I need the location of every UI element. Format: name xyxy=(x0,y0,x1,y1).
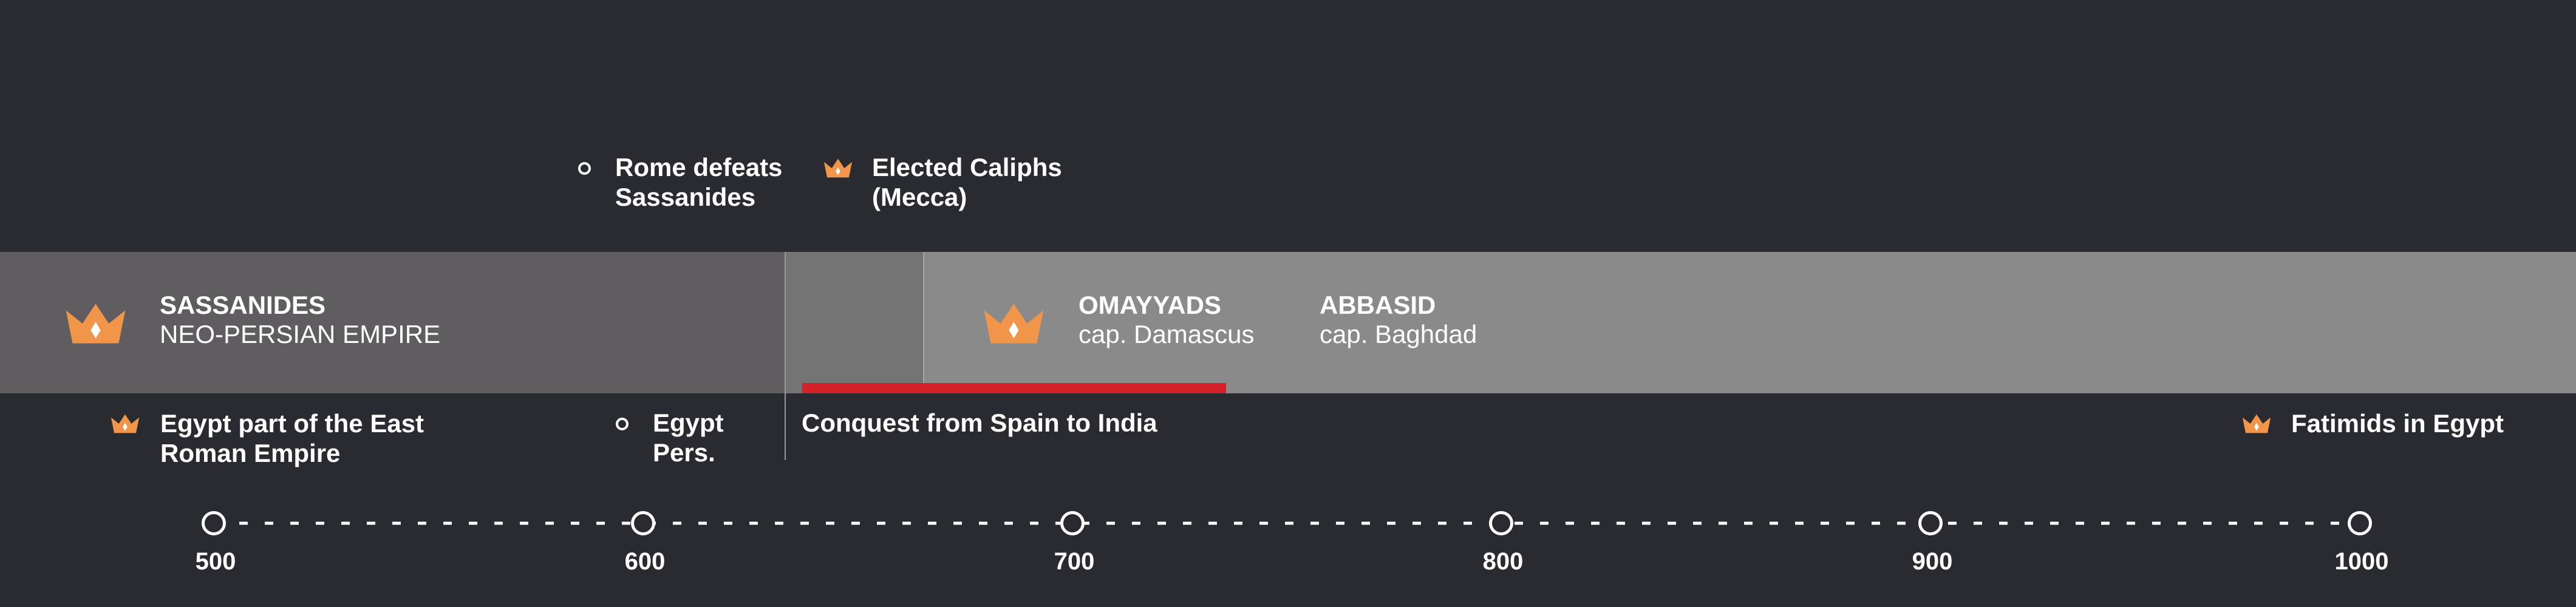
period-label-omayyads: OMAYYADS cap. Damascus xyxy=(1078,291,1254,349)
crown-icon xyxy=(66,304,126,344)
event-line: Rome defeats xyxy=(615,153,783,181)
period-band-sassanides xyxy=(0,252,785,393)
crown-icon xyxy=(2242,414,2271,433)
event-line: (Mecca) xyxy=(872,183,967,211)
event-line: Egypt xyxy=(653,409,724,437)
event-elected-caliphs: Elected Caliphs (Mecca) xyxy=(872,152,1062,212)
axis-tick xyxy=(202,511,226,535)
conquest-accent-bar xyxy=(802,383,1226,393)
event-line: Pers. xyxy=(653,438,715,467)
axis-label: 700 xyxy=(1054,548,1095,575)
event-line: Sassanides xyxy=(615,183,756,211)
timeline-axis-line xyxy=(214,521,2361,525)
period-title: SASSANIDES xyxy=(160,291,326,319)
event-egypt-pers: Egypt Pers. xyxy=(653,408,724,467)
circle-icon xyxy=(578,162,591,175)
crown-icon xyxy=(823,158,853,178)
event-egypt-east-roman: Egypt part of the East Roman Empire xyxy=(160,409,424,468)
event-fatimids-egypt: Fatimids in Egypt xyxy=(2291,409,2504,438)
period-band-omayyads-abbasid xyxy=(924,252,2576,393)
crown-icon xyxy=(111,414,140,433)
axis-label: 900 xyxy=(1912,548,1953,575)
period-label-abbasid: ABBASID cap. Baghdad xyxy=(1320,291,1477,349)
period-subtitle: NEO-PERSIAN EMPIRE xyxy=(160,320,441,348)
axis-label: 500 xyxy=(195,548,236,575)
event-rome-defeats-sassanides: Rome defeats Sassanides xyxy=(615,152,782,212)
axis-tick xyxy=(631,511,655,535)
band-divider xyxy=(785,252,786,460)
axis-tick xyxy=(2348,511,2372,535)
event-conquest-spain-india: Conquest from Spain to India xyxy=(802,408,1157,438)
period-title: ABBASID xyxy=(1320,291,1436,319)
event-line: Roman Empire xyxy=(160,439,341,467)
period-label-sassanides: SASSANIDES NEO-PERSIAN EMPIRE xyxy=(160,291,440,349)
period-title: OMAYYADS xyxy=(1078,291,1221,319)
crown-icon xyxy=(984,304,1044,344)
axis-tick xyxy=(1918,511,1943,535)
period-subtitle: cap. Damascus xyxy=(1078,320,1255,348)
axis-label: 600 xyxy=(624,548,666,575)
event-line: Egypt part of the East xyxy=(160,409,424,438)
axis-label: 1000 xyxy=(2334,548,2389,575)
circle-icon xyxy=(616,418,629,430)
event-line: Elected Caliphs xyxy=(872,153,1062,181)
axis-tick xyxy=(1060,511,1085,535)
event-line: Fatimids in Egypt xyxy=(2291,409,2504,438)
axis-label: 800 xyxy=(1482,548,1524,575)
band-divider xyxy=(923,252,924,393)
period-subtitle: cap. Baghdad xyxy=(1320,320,1477,348)
axis-tick xyxy=(1489,511,1513,535)
event-line: Conquest from Spain to India xyxy=(802,409,1157,437)
period-band-transition xyxy=(786,252,923,393)
